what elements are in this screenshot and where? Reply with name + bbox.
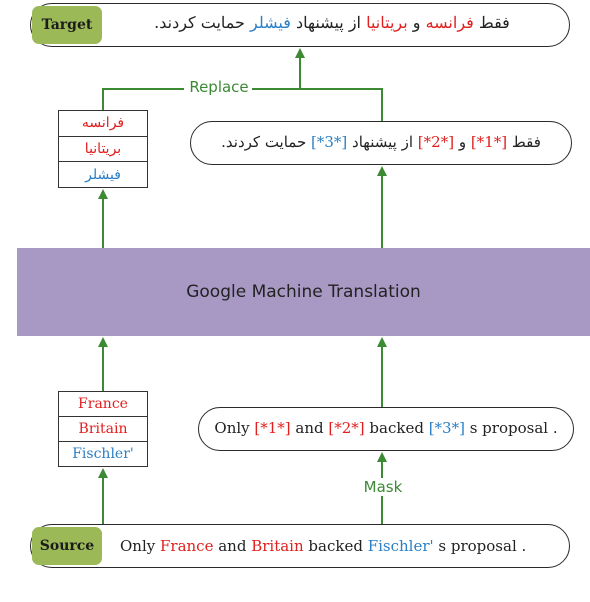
english-entity-list: France Britain Fischler' (58, 391, 148, 467)
masked-translation-text-2: و (454, 133, 471, 151)
target-sentence: فقط فرانسه و بریتانیا از پیشنهاد فیشلر ح… (112, 13, 552, 32)
masked-source-mask-2: [*2*] (328, 419, 365, 437)
masked-translation-box (190, 121, 572, 165)
english-entities-to-mt-stem (102, 346, 104, 391)
target-entity-3: فیشلر (250, 13, 291, 32)
replace-arrowhead (295, 48, 305, 58)
replace-line-right (252, 88, 383, 90)
mask-arrowhead (377, 452, 387, 462)
target-text-1: فقط (473, 13, 510, 32)
mask-label: Mask (358, 478, 408, 496)
masked-source-sentence: Only [*1*] and [*2*] backed [*3*] s prop… (206, 419, 566, 437)
masked-translation-mask-1: [*1*] (470, 133, 508, 151)
source-text-2: and (213, 537, 252, 555)
masked-source-mask-3: [*3*] (428, 419, 465, 437)
persian-entity-3: فیشلر (85, 166, 121, 183)
english-entity-2: Britain (59, 417, 147, 442)
target-entity-1: فرانسه (425, 13, 474, 32)
persian-entity-1: فرانسه (59, 111, 147, 137)
english-entities-to-mt-arrowhead (98, 337, 108, 347)
target-tag: Target (32, 6, 102, 44)
masked-translation-sentence: فقط [*1*] و [*2*] از پیشنهاد [*3*] حمایت… (198, 133, 564, 151)
masked-translation-text-1: فقط (507, 133, 541, 151)
masked-source-text-2: and (290, 419, 329, 437)
source-tag: Source (32, 527, 102, 565)
machine-translation-box: Google Machine Translation (17, 248, 590, 336)
masked-source-mask-1: [*1*] (254, 419, 291, 437)
replace-label: Replace (189, 78, 249, 96)
persian-entity-2: بریتانیا (59, 137, 147, 163)
target-sentence-box (30, 3, 570, 47)
source-text-4: s proposal . (433, 537, 527, 555)
masked-translation-text-4: حمایت کردند. (221, 133, 312, 151)
replace-line-right-drop (381, 88, 383, 121)
masked-source-to-mt-arrowhead (377, 337, 387, 347)
masked-translation-mask-3: [*3*] (311, 133, 348, 151)
source-sentence: Only France and Britain backed Fischler'… (112, 537, 552, 555)
target-text-3: از پیشنهاد (290, 13, 367, 32)
english-entity-3: Fischler' (72, 446, 134, 462)
masked-translation-text-3: از پیشنهاد (347, 133, 418, 151)
source-text-3: backed (303, 537, 368, 555)
source-to-english-entities-stem (102, 477, 104, 524)
replace-arrow-stem (299, 57, 301, 89)
source-sentence-box (30, 524, 570, 568)
mt-to-persian-entities-arrowhead (98, 189, 108, 199)
source-text-1: Only (120, 537, 160, 555)
mt-to-persian-entities-stem (102, 198, 104, 248)
masked-source-text-4: s proposal . (464, 419, 558, 437)
source-entity-1: France (160, 537, 214, 555)
source-to-english-entities-arrowhead (98, 468, 108, 478)
mt-to-masked-translation-arrowhead (377, 166, 387, 176)
masked-source-text-3: backed (364, 419, 429, 437)
mt-to-masked-translation-stem (381, 175, 383, 248)
masked-translation-mask-2: [*2*] (417, 133, 455, 151)
replace-line-left (102, 88, 184, 90)
source-entity-2: Britain (251, 537, 304, 555)
masked-source-text-1: Only (214, 419, 255, 437)
machine-translation-label: Google Machine Translation (186, 282, 421, 302)
persian-entity-list: فرانسه بریتانیا فیشلر (58, 110, 148, 188)
english-entity-1: France (59, 392, 147, 417)
masked-source-box (198, 407, 574, 451)
target-text-2: و (407, 13, 426, 32)
target-text-4: حمایت کردند. (154, 13, 251, 32)
target-entity-2: بریتانیا (366, 13, 408, 32)
masked-source-to-mt-stem (381, 346, 383, 407)
replace-line-left-drop (102, 88, 104, 110)
source-entity-3: Fischler' (367, 537, 434, 555)
